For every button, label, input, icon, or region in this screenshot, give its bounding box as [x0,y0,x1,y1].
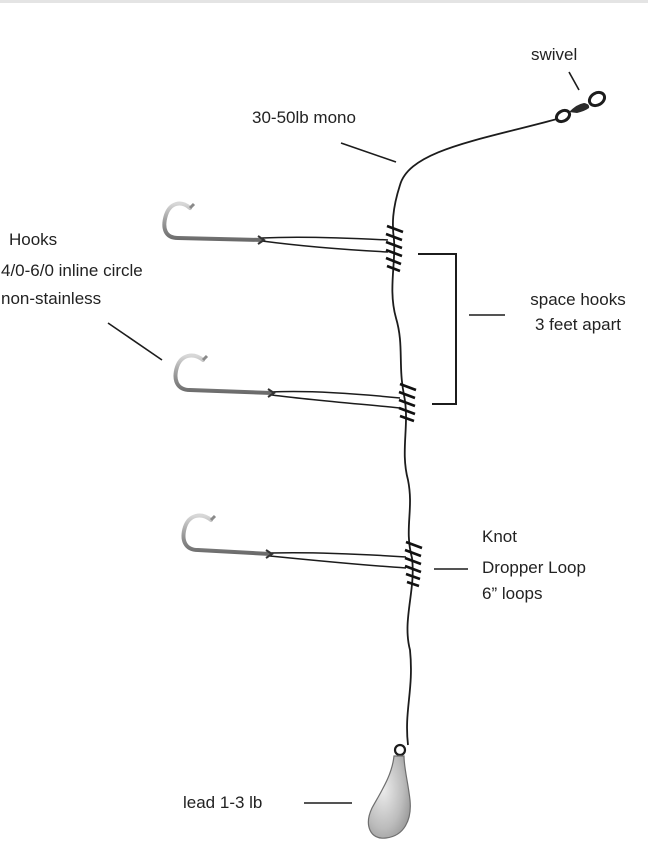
lead-weight-label: lead 1-3 lb [183,793,263,812]
lead-weight-icon [367,743,411,839]
hook-icon [162,201,266,245]
knot-title: Knot [482,527,517,546]
top-border [0,0,648,3]
spacing-label-line1: space hooks [530,290,626,309]
pointer-lines [107,71,580,804]
dropper-loops [261,236,407,569]
mono-line-label: 30-50lb mono [252,108,356,127]
spacing-label-line2: 3 feet apart [534,315,621,334]
hooks-material-label: non-stainless [1,289,102,308]
spacing-bracket [418,253,457,405]
knot-type-label: Dropper Loop [482,558,586,577]
hooks-title: Hooks [9,230,58,249]
knot-loops-label: 6” loops [482,584,543,603]
main-line [391,118,558,746]
hook-icon [181,513,274,559]
swivel-label: swivel [531,45,578,64]
knot-icon [385,224,423,588]
hook-icon [173,353,276,398]
hooks-size-label: 4/0-6/0 inline circle [1,261,143,280]
swivel-icon [554,90,607,124]
